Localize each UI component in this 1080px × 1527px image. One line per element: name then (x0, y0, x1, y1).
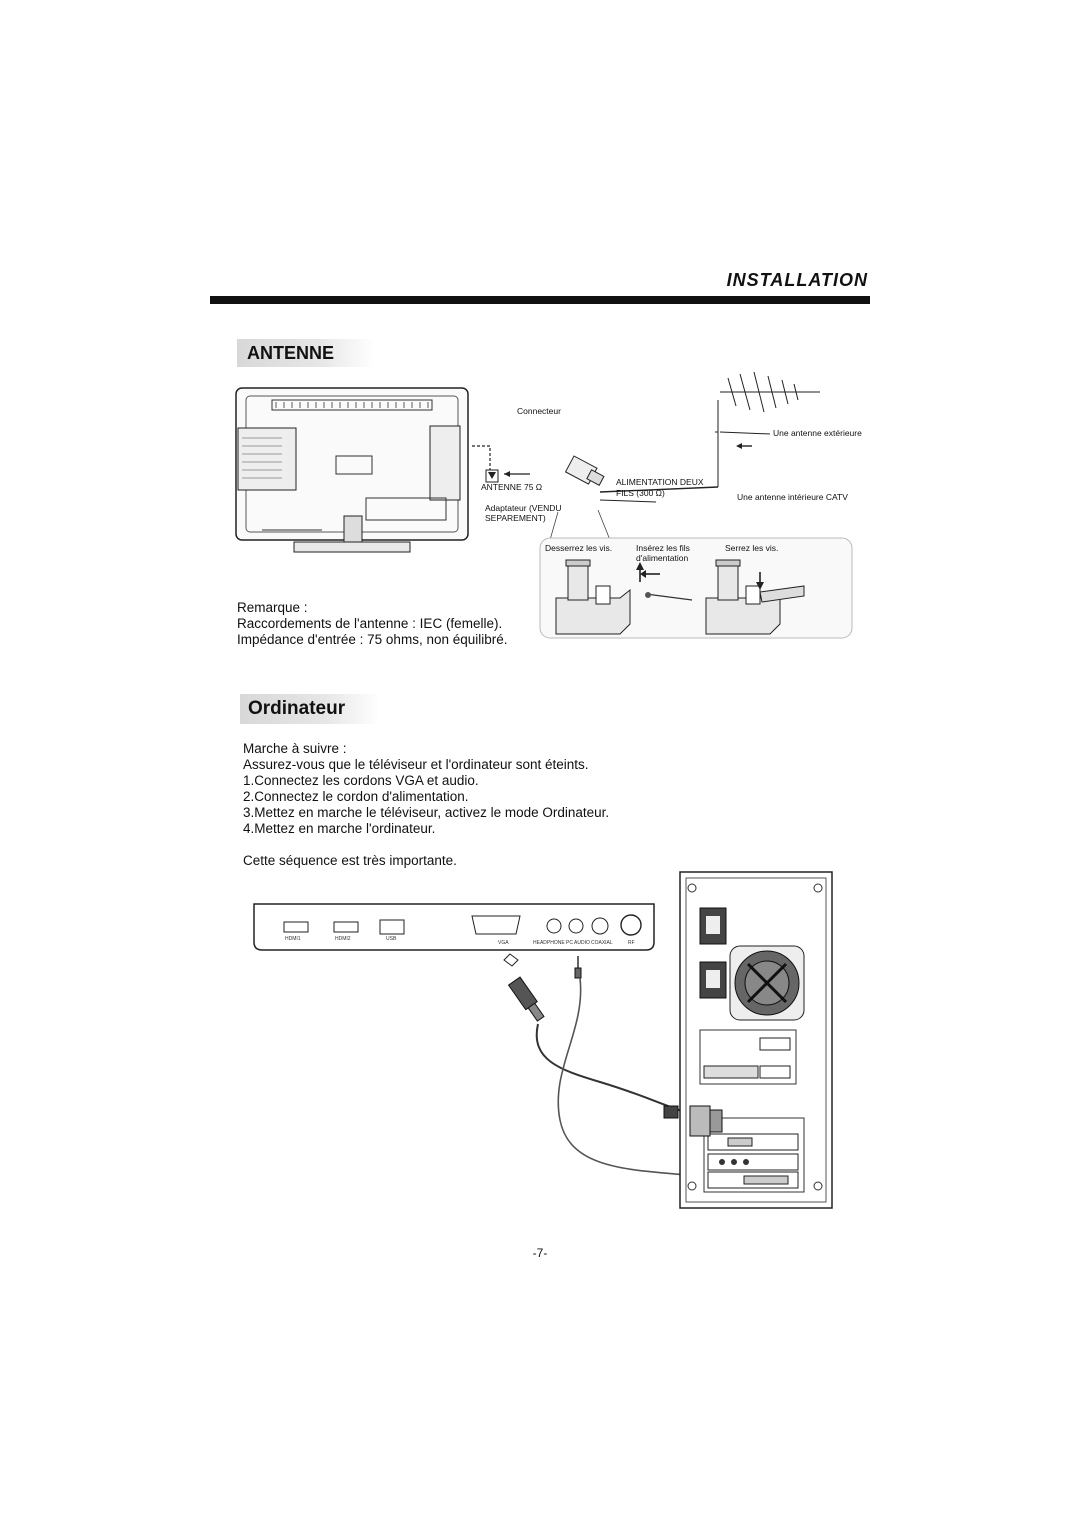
tv-back-illustration (235, 387, 469, 553)
label-inserez-1: Insérez les fils (636, 543, 690, 553)
antenne-note-connection: Raccordements de l'antenne : IEC (femell… (237, 616, 503, 631)
antenne-note-impedance: Impédance d'entrée : 75 ohms, non équili… (237, 632, 508, 647)
ordinateur-step-4: 4.Mettez en marche l'ordinateur. (243, 821, 436, 836)
label-serrez: Serrez les vis. (725, 543, 779, 553)
ordinateur-step-1: 1.Connectez les cordons VGA et audio. (243, 773, 479, 788)
ordinateur-step-intro: Marche à suivre : (243, 741, 347, 756)
page-number: -7- (532, 1246, 548, 1260)
antenna-wiring-diagram (470, 371, 853, 639)
label-alimentation: ALIMENTATION DEUX (616, 477, 704, 487)
ordinateur-step-0: Assurez-vous que le téléviseur et l'ordi… (243, 757, 589, 772)
label-antenne75: ANTENNE 75 Ω (481, 482, 543, 492)
label-antenne-exterieure: Une antenne extérieure (773, 428, 862, 438)
antenne-heading: ANTENNE (237, 339, 374, 367)
label-connecteur: Connecteur (517, 406, 561, 416)
port-label-hdmi1: HDMI1 (285, 936, 301, 942)
antenne-note-title: Remarque : (237, 600, 308, 615)
label-adaptateur-1: Adaptateur (VENDU (485, 503, 562, 513)
port-label-vga: VGA (498, 940, 509, 946)
ordinateur-heading: Ordinateur (240, 694, 380, 724)
port-label-coaxial: COAXIAL (591, 940, 613, 946)
label-desserrez: Desserrez les vis. (545, 543, 613, 553)
port-label-headphone: HEADPHONE (533, 940, 565, 946)
tv-port-panel (253, 903, 655, 951)
label-antenne-interieure: Une antenne intérieure CATV (737, 492, 848, 502)
page-title: INSTALLATION (726, 270, 868, 290)
label-inserez-2: d'alimentation (636, 553, 689, 563)
vga-audio-cables (503, 953, 701, 1177)
label-fils: FILS (300 Ω) (616, 488, 665, 498)
ordinateur-note: Cette séquence est très importante. (243, 853, 457, 868)
ordinateur-step-3: 3.Mettez en marche le téléviseur, active… (243, 805, 610, 820)
port-label-usb: USB (386, 936, 397, 942)
ordinateur-step-2: 2.Connectez le cordon d'alimentation. (243, 789, 469, 804)
port-label-hdmi2: HDMI2 (335, 936, 351, 942)
label-adaptateur-2: SEPAREMENT) (485, 513, 546, 523)
port-label-rf: RF (628, 940, 635, 946)
header-rule (210, 296, 870, 304)
pc-tower-back (679, 871, 833, 1209)
port-label-pcaudio: PC AUDIO (566, 940, 590, 946)
